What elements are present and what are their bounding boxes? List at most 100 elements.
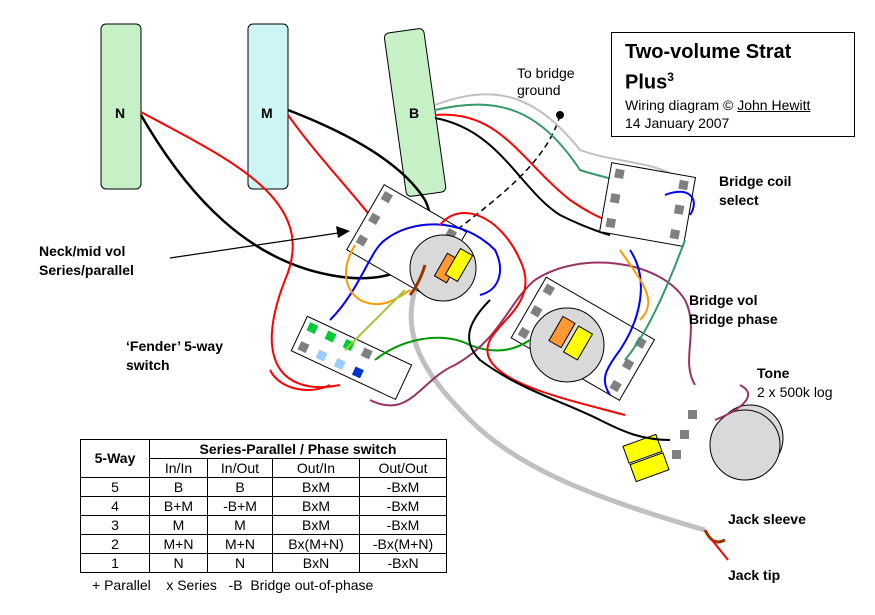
- cell: -BxN: [359, 553, 447, 573]
- col-header-group: Series-Parallel / Phase switch: [149, 439, 447, 459]
- cell: -Bx(M+N): [359, 534, 447, 554]
- neck-red-wire: [140, 111, 341, 389]
- cell: N: [149, 553, 208, 573]
- black-wire-ground: [468, 299, 671, 441]
- bridge-pickup: [383, 28, 447, 197]
- cell: -B+M: [207, 496, 273, 516]
- cell: BxM: [272, 477, 360, 497]
- pointer-arrow: [169, 231, 346, 259]
- green-wire-2: [624, 239, 686, 361]
- blue-wire-3: [664, 190, 695, 216]
- bridge-volume-pot: [529, 307, 605, 383]
- brown-lead: [408, 264, 427, 296]
- title-line-1: Two-volume Strat: [625, 41, 792, 63]
- neck-mid-label-2: Series/parallel: [39, 262, 134, 278]
- cell: 4: [80, 496, 150, 516]
- bridge-pickup-label: B: [409, 105, 420, 121]
- cell: M+N: [207, 534, 273, 554]
- tone-label-1: Tone: [757, 365, 790, 381]
- jack-sleeve-wire: [703, 529, 726, 544]
- to-bridge-ground-label-2: ground: [517, 82, 561, 98]
- col-header-in-out: In/Out: [207, 458, 273, 478]
- author-link[interactable]: John Hewitt: [737, 96, 811, 113]
- jack-tip-wire: [711, 539, 729, 561]
- cell: BxM: [272, 496, 360, 516]
- purple-wire-1: [369, 261, 696, 407]
- table-legend: + Parallel x Series -B Bridge out-of-pha…: [92, 577, 374, 593]
- table-row: 3 M M BxM -BxM: [80, 515, 447, 535]
- jack-tip-label: Jack tip: [728, 567, 781, 583]
- title-box: Two-volume Strat Plus3 Wiring diagram © …: [611, 32, 855, 137]
- cell: BxN: [272, 553, 360, 573]
- cell: -BxM: [359, 515, 447, 535]
- col-header-out-out: Out/Out: [359, 458, 447, 478]
- table-row: 1 N N BxN -BxN: [80, 553, 447, 573]
- cell: BxM: [272, 515, 360, 535]
- col-header-in-in: In/In: [149, 458, 208, 478]
- jack-sleeve-label: Jack sleeve: [728, 511, 806, 527]
- switch-table: 5-Way Series-Parallel / Phase switch In/…: [80, 439, 447, 573]
- middle-pickup-label: M: [261, 105, 273, 121]
- table-header-row: 5-Way Series-Parallel / Phase switch: [80, 439, 447, 478]
- lime-wire: [344, 289, 406, 351]
- purple-wire-2: [714, 384, 749, 421]
- cell: Bx(M+N): [272, 534, 360, 554]
- cell: B+M: [149, 496, 208, 516]
- neck-mid-capacitor-yellow: [444, 247, 474, 283]
- cell: B: [207, 477, 273, 497]
- cell: 5: [80, 477, 150, 497]
- bridge-black-wire: [434, 117, 611, 236]
- cell: -BxM: [359, 477, 447, 497]
- pointer-arrowhead: [336, 226, 350, 238]
- table-row: 2 M+N M+N Bx(M+N) -Bx(M+N): [80, 534, 447, 554]
- cell: B: [149, 477, 208, 497]
- to-bridge-ground-label-1: To bridge: [517, 65, 575, 81]
- orange-wire-2: [619, 249, 650, 321]
- cell: 2: [80, 534, 150, 554]
- neck-mid-label-1: Neck/mid vol: [39, 243, 126, 259]
- cell: -BxM: [359, 496, 447, 516]
- middle-pickup: [247, 23, 289, 190]
- bridge-vol-label-1: Bridge vol: [689, 292, 758, 308]
- tone-pot-front: [709, 409, 781, 481]
- tone-lugs: [672, 410, 697, 459]
- green-wire-1: [374, 336, 531, 361]
- cell: M: [149, 515, 208, 535]
- bridge-coil-switch: [599, 162, 697, 247]
- table-row: 4 B+M -B+M BxM -BxM: [80, 496, 447, 516]
- cell: 3: [80, 515, 150, 535]
- title-subtitle: Wiring diagram © John Hewitt: [625, 96, 854, 114]
- subtitle-prefix: Wiring diagram ©: [625, 96, 738, 113]
- ground-point: [556, 111, 564, 119]
- bridge-coil-label-1: Bridge coil: [719, 173, 792, 189]
- tone-label-2: 2 x 500k log: [757, 384, 833, 400]
- title-date: 14 January 2007: [625, 114, 730, 131]
- cell: M+N: [149, 534, 208, 554]
- neck-pickup-label: N: [115, 105, 126, 121]
- red-wire-lower: [269, 369, 331, 391]
- col-header-way: 5-Way: [80, 439, 150, 478]
- tone-capacitor-1: [622, 433, 663, 464]
- blue-wire-1: [329, 223, 501, 321]
- blue-wire-2: [603, 249, 642, 396]
- bridge-capacitor-yellow: [562, 325, 594, 361]
- bridge-capacitor-orange: [548, 315, 576, 349]
- title-superscript: 3: [667, 70, 674, 84]
- title-line-2: Plus3: [625, 65, 854, 96]
- table-row: 5 B B BxM -BxM: [80, 477, 447, 497]
- fender-five-way-switch: [290, 315, 413, 401]
- tone-capacitor-2: [629, 452, 670, 483]
- bridge-vol-label-2: Bridge phase: [689, 311, 778, 327]
- col-header-out-in: Out/In: [272, 458, 360, 478]
- red-wire-tone: [439, 211, 626, 416]
- fender-switch-label-2: switch: [126, 357, 170, 373]
- neck-pickup: [100, 23, 142, 190]
- cell: M: [207, 515, 273, 535]
- fender-switch-label-1: ‘Fender’ 5-way: [126, 338, 224, 354]
- bridge-coil-label-2: select: [719, 192, 759, 208]
- cell: 1: [80, 553, 150, 573]
- cell: N: [207, 553, 273, 573]
- table-subheader-row: In/In In/Out Out/In Out/Out: [81, 458, 447, 478]
- bridge-grey-wire: [434, 93, 691, 191]
